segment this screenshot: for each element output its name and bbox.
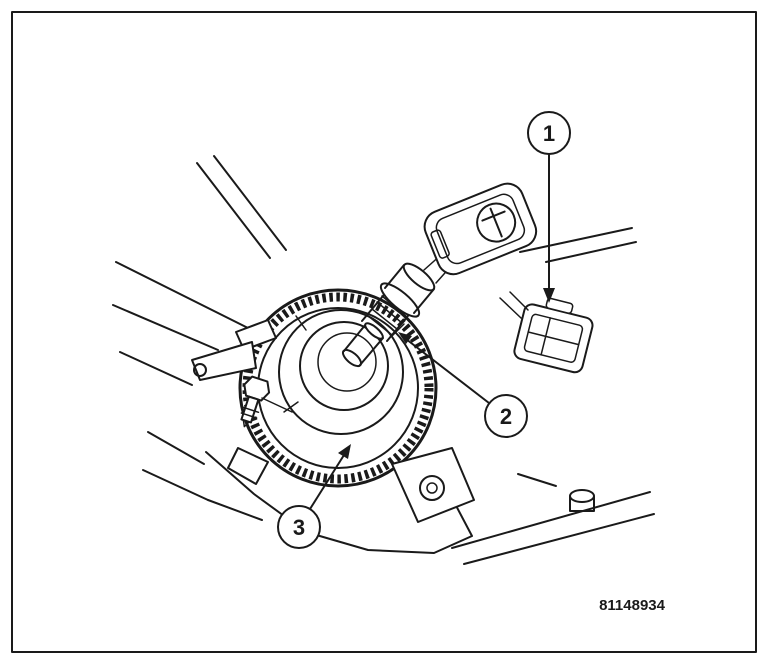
plug-latch-tab bbox=[430, 229, 450, 259]
stud-body bbox=[569, 495, 595, 512]
callout-1-label: 1 bbox=[543, 121, 555, 146]
bulb-base-ribs bbox=[366, 295, 408, 336]
socket-end bbox=[402, 262, 436, 292]
connector-latch bbox=[545, 297, 574, 314]
socket-opening-inner bbox=[299, 321, 389, 411]
socket-opening bbox=[278, 309, 404, 435]
electrical-connector-drawing bbox=[499, 291, 594, 374]
fender-line bbox=[112, 304, 219, 351]
ring-teeth bbox=[242, 292, 434, 484]
bracket-hole-center bbox=[426, 482, 438, 494]
mounting-bracket-drawing bbox=[205, 447, 595, 554]
stud-cap bbox=[569, 489, 595, 503]
lower-body-line bbox=[517, 473, 557, 487]
figure-border bbox=[11, 11, 757, 653]
connector-terminal-dividers bbox=[527, 317, 580, 356]
callout-3-arrowhead bbox=[338, 444, 351, 459]
lower-body-line bbox=[451, 491, 651, 549]
bulb-plug-drawing bbox=[423, 182, 538, 276]
callout-1: 1 bbox=[527, 111, 571, 303]
strut-line bbox=[213, 155, 287, 251]
callout-1-circle bbox=[527, 111, 571, 155]
plug-inner-shell bbox=[435, 193, 526, 265]
socket-body bbox=[384, 264, 435, 314]
retaining-ring-drawing bbox=[227, 288, 438, 488]
bracket-ear bbox=[391, 447, 475, 523]
bulb-glass-end bbox=[364, 322, 384, 340]
lower-body-line bbox=[147, 431, 205, 465]
ring-spoke bbox=[295, 315, 307, 331]
bolt-threads bbox=[240, 406, 260, 428]
hex-bolt-head bbox=[243, 375, 271, 402]
ring-outer-edge bbox=[238, 288, 438, 488]
bulb-flange bbox=[379, 282, 421, 318]
figure-number: 81148934 bbox=[599, 597, 666, 614]
callout-2-label: 2 bbox=[500, 404, 512, 429]
socket-bore bbox=[317, 332, 377, 392]
ring-spoke bbox=[283, 401, 299, 413]
callout-3-label: 3 bbox=[293, 515, 305, 540]
lower-body-line bbox=[463, 513, 655, 565]
bulb-glass bbox=[343, 323, 384, 366]
lower-body-line bbox=[142, 469, 209, 501]
plug-key-face bbox=[476, 202, 517, 243]
background-structure-lines bbox=[112, 155, 655, 565]
callout-1-arrowhead bbox=[543, 288, 555, 303]
connector-harness-lines bbox=[499, 291, 529, 319]
callout-3: 3 bbox=[277, 444, 351, 549]
adjuster-bolt-drawing bbox=[191, 341, 293, 428]
callout-2-circle bbox=[484, 394, 528, 438]
callout-2: 2 bbox=[398, 332, 528, 438]
plug-outer-shell bbox=[423, 182, 538, 276]
body-line bbox=[519, 227, 633, 253]
lower-body-line bbox=[207, 499, 263, 521]
bracket-arm bbox=[191, 341, 257, 381]
callout-2-arrowhead bbox=[398, 332, 412, 344]
bolt-head-dot bbox=[193, 363, 207, 377]
bracket-hole bbox=[419, 475, 445, 501]
callout-3-arrow-line bbox=[309, 454, 345, 510]
callout-3-circle bbox=[277, 505, 321, 549]
callout-2-arrow-line bbox=[405, 338, 490, 404]
fender-line bbox=[115, 261, 253, 331]
plug-key-slot bbox=[481, 207, 506, 238]
ring-tab bbox=[227, 447, 269, 485]
strut-line bbox=[196, 162, 271, 259]
body-line bbox=[545, 241, 637, 263]
bracket-link-line bbox=[261, 397, 293, 413]
fender-line bbox=[119, 351, 193, 386]
ring-tab bbox=[235, 319, 277, 351]
bulb-drawing bbox=[341, 253, 453, 368]
